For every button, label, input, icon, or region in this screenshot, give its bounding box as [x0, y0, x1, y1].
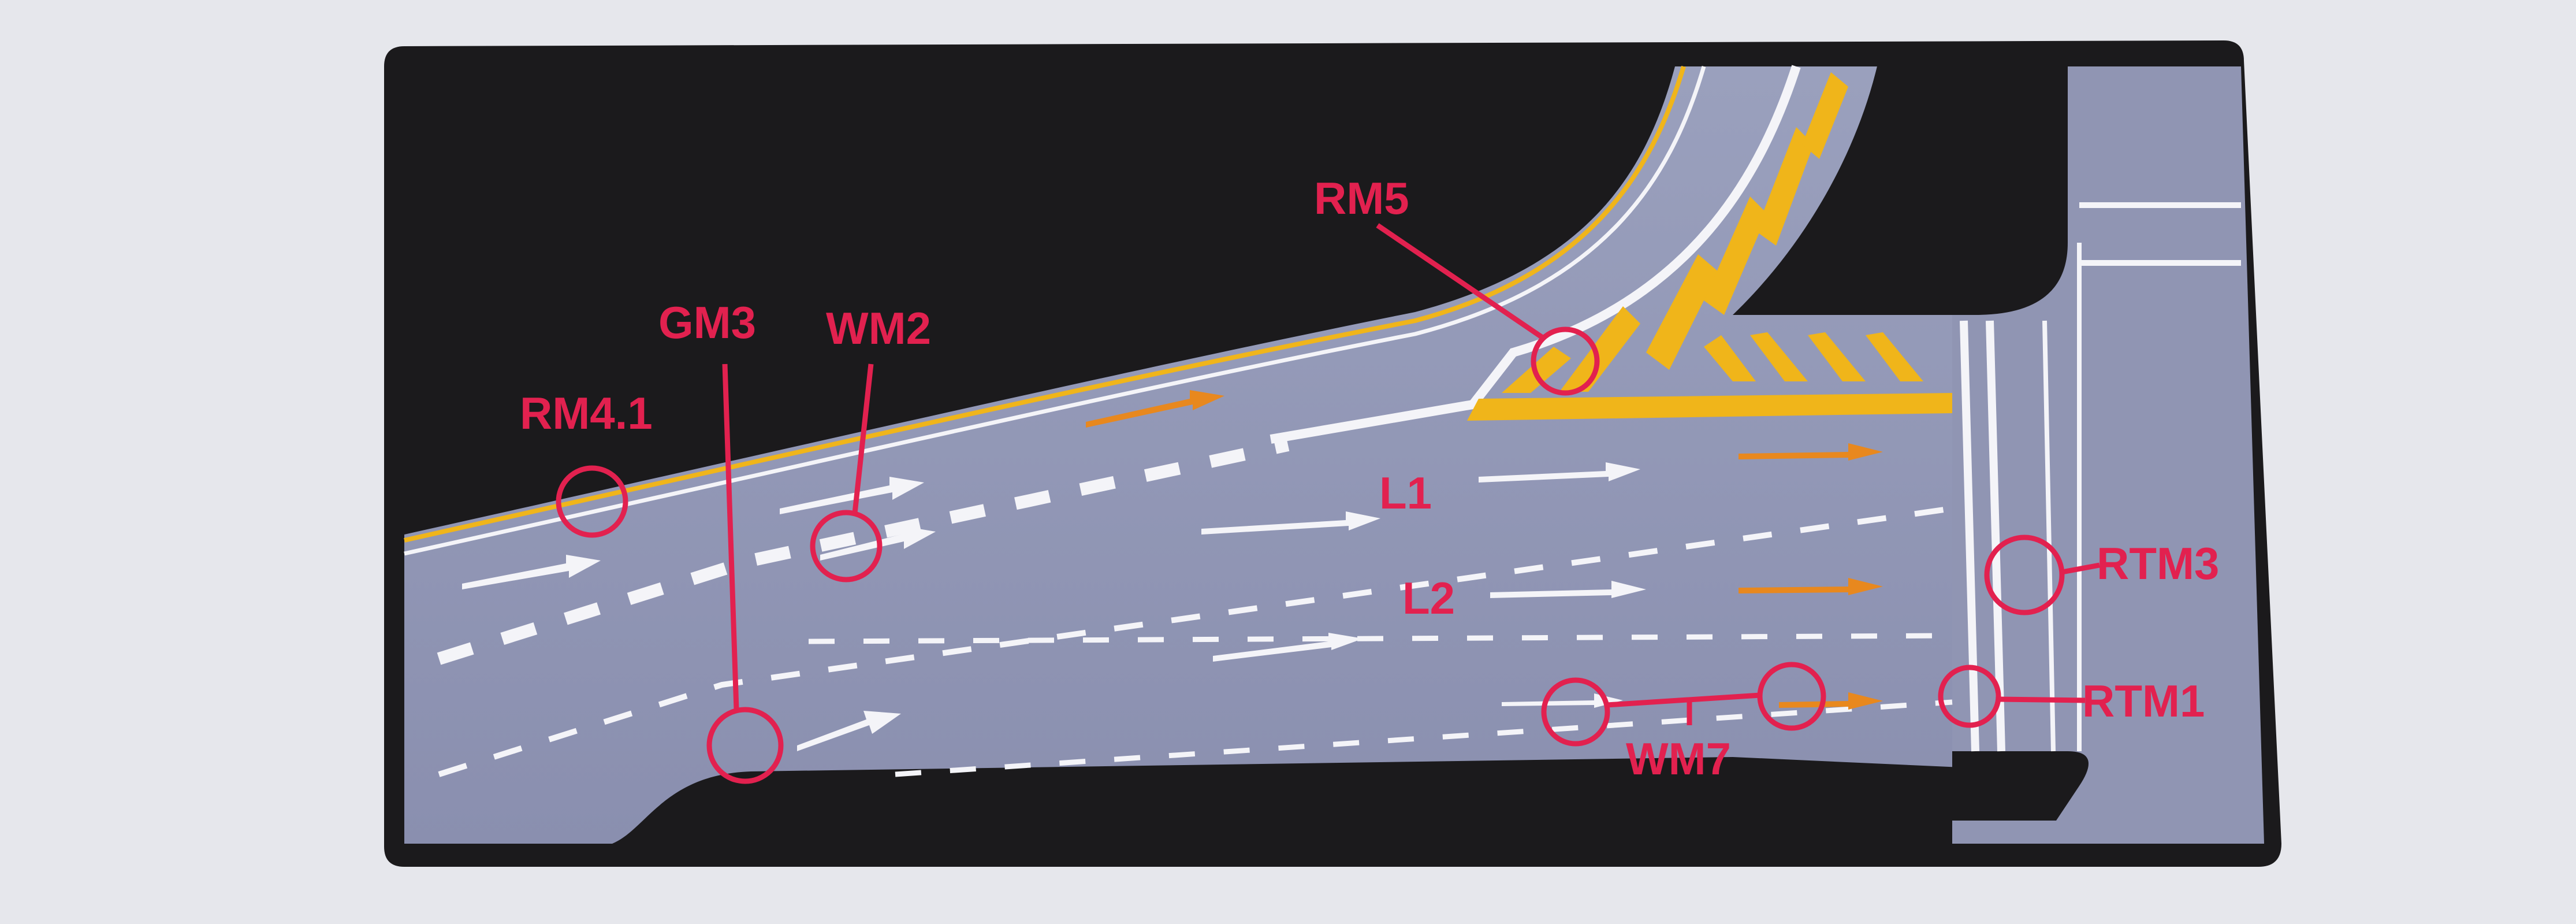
callout-leader-rtm1 [1998, 696, 2086, 703]
callout-circle-rm5 [1531, 326, 1600, 396]
transverse-line [1986, 320, 2005, 752]
lane-label-l1: L1 [1379, 467, 1432, 518]
callout-label-wm2: WM2 [826, 303, 931, 354]
callout-circle-rtm1 [1938, 665, 2001, 728]
callout-circle-rm4-1 [556, 465, 628, 538]
callout-leader-wm2 [852, 363, 874, 514]
callout-leader-rtm3 [2061, 562, 2100, 575]
callout-label-gm3: GM3 [658, 297, 756, 348]
transverse-line [1960, 320, 1979, 752]
transverse-line [2042, 320, 2056, 752]
lane-arrows [462, 390, 1883, 751]
callout-circle-wm7-a [1541, 677, 1610, 747]
callout-circle-wm2 [810, 510, 883, 582]
traffic-island [1733, 66, 2068, 315]
orange-arrow [1086, 390, 1883, 710]
callout-circle-rtm3 [1984, 535, 2065, 615]
kerb-nose [1952, 751, 2089, 821]
callout-leader-gm3 [722, 363, 739, 710]
yellow-edge-line [404, 65, 1686, 543]
callout-leader-wm7 [1606, 692, 1761, 708]
callouts [556, 223, 2100, 784]
slip-road-separator [1270, 65, 1801, 444]
callout-label-rm4-1: RM4.1 [520, 388, 653, 439]
yellow-gore [1467, 393, 1952, 421]
lane-label-l2: L2 [1402, 573, 1455, 624]
callout-label-rtm1: RTM1 [2082, 676, 2205, 726]
lane-line-2 [438, 506, 1953, 777]
lane-line-4 [895, 699, 1953, 777]
white-arrow [1502, 693, 1623, 708]
callout-leader-rm5 [1376, 223, 1545, 340]
callout-circle-gm3 [706, 707, 784, 784]
lane-lines [437, 439, 1953, 777]
white-edge-line [404, 66, 1706, 556]
callout-label-rm5: RM5 [1314, 173, 1409, 224]
lane-line-1 [437, 439, 1290, 665]
yellow-chevrons [1502, 72, 1923, 393]
lane-line-3 [808, 633, 1953, 644]
callout-label-wm7: WM7 [1626, 733, 1731, 784]
roadway [404, 66, 1987, 844]
callout-label-rtm3: RTM3 [2097, 538, 2219, 589]
